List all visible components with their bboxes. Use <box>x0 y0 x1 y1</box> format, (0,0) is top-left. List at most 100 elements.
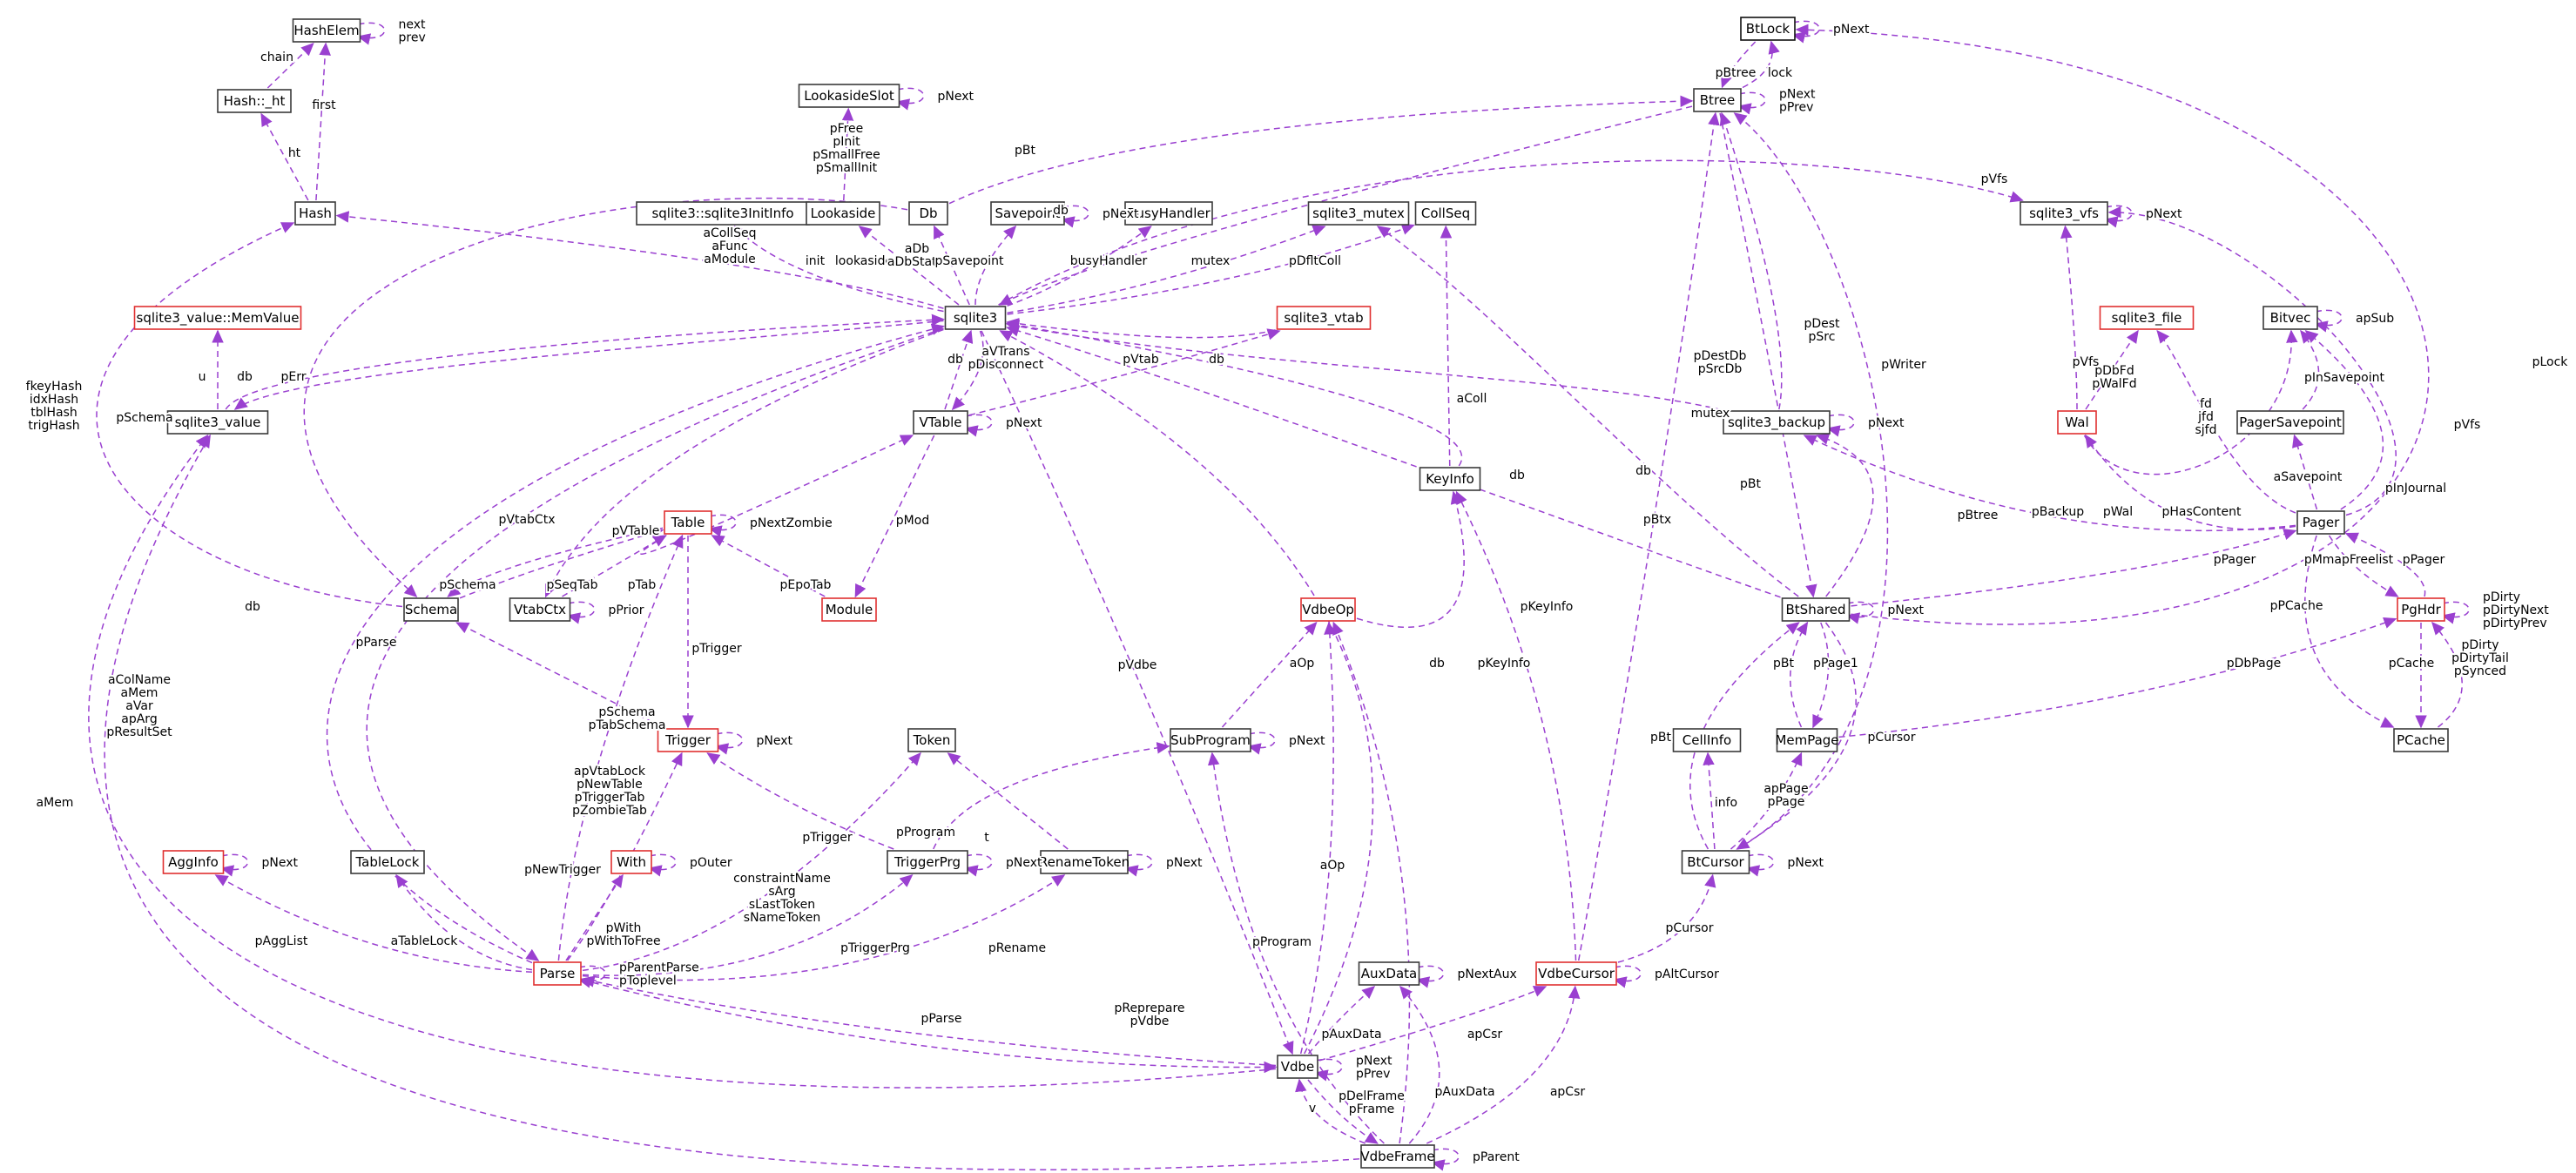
node-Hash::_ht[interactable]: Hash::_ht <box>217 89 292 113</box>
node-box[interactable] <box>162 850 225 874</box>
node-PagerSavepoint[interactable]: PagerSavepoint <box>2236 410 2344 435</box>
node-box[interactable] <box>294 201 336 226</box>
node-box[interactable] <box>1681 850 1750 874</box>
node-box[interactable] <box>990 201 1065 226</box>
node-MemPage[interactable]: MemPage <box>1775 728 1839 752</box>
node-box[interactable] <box>944 306 1007 330</box>
node-box[interactable] <box>908 201 948 226</box>
node-box[interactable] <box>657 728 719 752</box>
node-sqlite3::sqlite3InitInfo[interactable]: sqlite3::sqlite3InitInfo <box>636 201 810 226</box>
node-sqlite3_vtab[interactable]: sqlite3_vtab <box>1276 306 1372 330</box>
node-sqlite3_backup[interactable]: sqlite3_backup <box>1723 410 1831 435</box>
node-TableLock[interactable]: TableLock <box>350 850 425 874</box>
node-box[interactable] <box>166 410 269 435</box>
node-box[interactable] <box>664 510 712 535</box>
node-box[interactable] <box>350 850 425 874</box>
node-Lookaside[interactable]: Lookaside <box>806 201 880 226</box>
node-box[interactable] <box>2057 410 2097 435</box>
node-box[interactable] <box>2099 306 2195 330</box>
node-box[interactable] <box>1693 88 1742 112</box>
node-box[interactable] <box>1360 1144 1435 1169</box>
node-box[interactable] <box>1740 17 1796 41</box>
node-sqlite3_mutex[interactable]: sqlite3_mutex <box>1307 201 1410 226</box>
node-CellInfo[interactable]: CellInfo <box>1672 728 1742 752</box>
node-box[interactable] <box>133 306 302 330</box>
node-With[interactable]: With <box>610 850 652 874</box>
node-BtCursor[interactable]: BtCursor <box>1681 850 1750 874</box>
node-box[interactable] <box>821 597 877 622</box>
node-box[interactable] <box>2262 306 2318 330</box>
node-TriggerPrg[interactable]: TriggerPrg <box>887 850 968 874</box>
node-sqlite3_vfs[interactable]: sqlite3_vfs <box>2020 201 2108 226</box>
node-Savepoint[interactable]: Savepoint <box>990 201 1065 226</box>
node-box[interactable] <box>1300 597 1356 622</box>
node-box[interactable] <box>1307 201 1410 226</box>
node-box[interactable] <box>2296 510 2345 535</box>
node-VtabCtx[interactable]: VtabCtx <box>509 597 571 622</box>
node-box[interactable] <box>1781 597 1851 622</box>
node-KeyInfo[interactable]: KeyInfo <box>1419 467 1481 491</box>
node-box[interactable] <box>292 18 361 43</box>
node-box[interactable] <box>1277 1055 1318 1079</box>
node-box[interactable] <box>798 84 900 108</box>
edge-vdbe-auxdata <box>1307 986 1376 1055</box>
node-box[interactable] <box>1723 410 1831 435</box>
node-Hash[interactable]: Hash <box>294 201 336 226</box>
node-Module[interactable]: Module <box>821 597 877 622</box>
node-box[interactable] <box>2397 597 2445 622</box>
node-Pager[interactable]: Pager <box>2296 510 2345 535</box>
node-box[interactable] <box>1414 201 1477 226</box>
node-VdbeFrame[interactable]: VdbeFrame <box>1360 1144 1435 1169</box>
node-box[interactable] <box>2020 201 2108 226</box>
node-BtLock[interactable]: BtLock <box>1740 17 1796 41</box>
node-Schema[interactable]: Schema <box>403 597 459 622</box>
node-Db[interactable]: Db <box>908 201 948 226</box>
node-PCache[interactable]: PCache <box>2393 728 2449 752</box>
node-sqlite3_file[interactable]: sqlite3_file <box>2099 306 2195 330</box>
node-box[interactable] <box>2236 410 2344 435</box>
node-box[interactable] <box>403 597 459 622</box>
node-box[interactable] <box>887 850 968 874</box>
node-HashElem[interactable]: HashElem <box>292 18 361 43</box>
node-VdbeOp[interactable]: VdbeOp <box>1300 597 1356 622</box>
node-box[interactable] <box>1170 728 1251 752</box>
node-VdbeCursor[interactable]: VdbeCursor <box>1535 961 1617 986</box>
node-Token[interactable]: Token <box>907 728 956 752</box>
node-box[interactable] <box>907 728 956 752</box>
node-Parse[interactable]: Parse <box>533 961 582 986</box>
node-VTable[interactable]: VTable <box>913 410 968 435</box>
node-box[interactable] <box>1124 201 1213 226</box>
node-box[interactable] <box>1419 467 1481 491</box>
node-Wal[interactable]: Wal <box>2057 410 2097 435</box>
node-Vdbe[interactable]: Vdbe <box>1277 1055 1318 1079</box>
node-box[interactable] <box>913 410 968 435</box>
node-BusyHandler[interactable]: BusyHandler <box>1124 201 1213 226</box>
node-box[interactable] <box>533 961 582 986</box>
node-PgHdr[interactable]: PgHdr <box>2397 597 2445 622</box>
node-box[interactable] <box>217 89 292 113</box>
node-sqlite3_value::MemValue[interactable]: sqlite3_value::MemValue <box>133 306 302 330</box>
node-box[interactable] <box>806 201 880 226</box>
node-box[interactable] <box>610 850 652 874</box>
node-box[interactable] <box>509 597 571 622</box>
node-BtShared[interactable]: BtShared <box>1781 597 1851 622</box>
node-Table[interactable]: Table <box>664 510 712 535</box>
node-AuxData[interactable]: AuxData <box>1358 961 1420 986</box>
node-sqlite3_value[interactable]: sqlite3_value <box>166 410 269 435</box>
node-box[interactable] <box>1535 961 1617 986</box>
node-sqlite3[interactable]: sqlite3 <box>944 306 1007 330</box>
node-Trigger[interactable]: Trigger <box>657 728 719 752</box>
node-box[interactable] <box>1040 850 1129 874</box>
node-CollSeq[interactable]: CollSeq <box>1414 201 1477 226</box>
node-box[interactable] <box>1776 728 1838 752</box>
node-box[interactable] <box>1672 728 1742 752</box>
node-Btree[interactable]: Btree <box>1693 88 1742 112</box>
node-AggInfo[interactable]: AggInfo <box>162 850 225 874</box>
node-box[interactable] <box>1358 961 1420 986</box>
node-Bitvec[interactable]: Bitvec <box>2262 306 2318 330</box>
node-box[interactable] <box>2393 728 2449 752</box>
node-box[interactable] <box>1276 306 1372 330</box>
node-RenameToken[interactable]: RenameToken <box>1039 850 1130 874</box>
node-SubProgram[interactable]: SubProgram <box>1170 728 1251 752</box>
node-LookasideSlot[interactable]: LookasideSlot <box>798 84 900 108</box>
